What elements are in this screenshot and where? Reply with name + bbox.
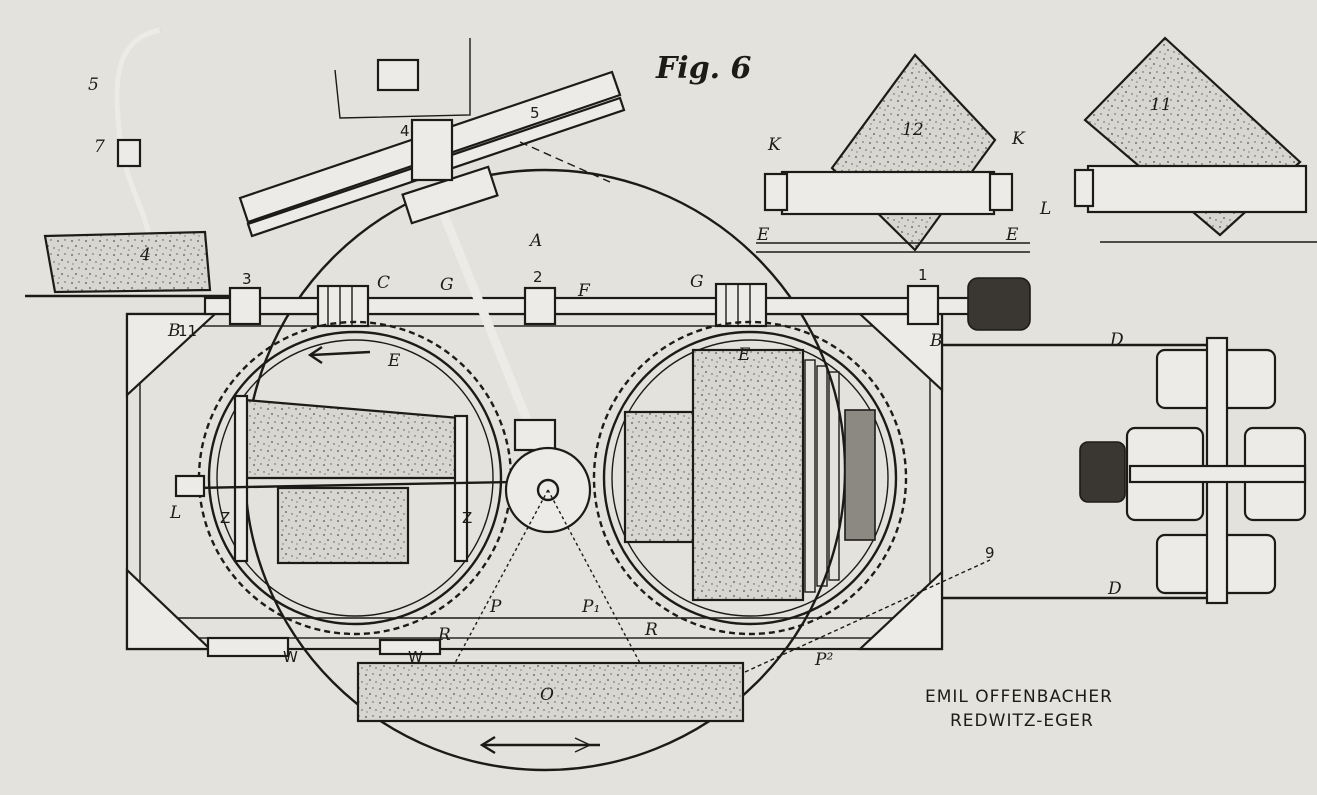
label-g-left: G bbox=[440, 275, 454, 295]
label-z-left: Z bbox=[220, 509, 230, 527]
label-5-arm: 5 bbox=[530, 104, 540, 122]
stone-slab-o bbox=[356, 489, 745, 755]
label-z-right: Z bbox=[462, 509, 472, 527]
label-g-right: G bbox=[690, 272, 704, 292]
label-3: 3 bbox=[242, 270, 252, 288]
label-e-detail-right: E bbox=[1005, 225, 1019, 245]
label-2: 2 bbox=[533, 268, 543, 286]
label-5-tool: 5 bbox=[88, 75, 99, 95]
main-shaft-f bbox=[203, 277, 1031, 331]
label-4-arm: 4 bbox=[400, 122, 410, 140]
label-a: A bbox=[528, 231, 542, 251]
label-k-left: K bbox=[767, 135, 782, 155]
label-r-left: R bbox=[437, 625, 451, 645]
label-4-tool: 4 bbox=[139, 245, 151, 265]
label-1: 1 bbox=[918, 266, 928, 284]
part-labels: A B B C D D E E E E F G G K K L L O P P₁… bbox=[88, 75, 1172, 705]
label-p: P bbox=[489, 597, 502, 617]
figure-title: Fig. 6 bbox=[655, 51, 752, 86]
cutter-head bbox=[238, 38, 626, 238]
label-w-left: W bbox=[283, 648, 298, 666]
label-l-main: L bbox=[169, 503, 181, 523]
transmission-assembly bbox=[942, 336, 1307, 605]
label-r-right: R bbox=[644, 620, 658, 640]
label-l-detail: L bbox=[1039, 199, 1051, 219]
credit-line-2: REDWITZ-EGER bbox=[950, 711, 1094, 731]
label-c: C bbox=[377, 273, 390, 293]
label-7: 7 bbox=[94, 137, 105, 157]
label-d-top: D bbox=[1109, 330, 1124, 350]
label-b-right: B bbox=[929, 331, 943, 351]
label-12: 12 bbox=[902, 120, 924, 140]
left-gear-ring bbox=[174, 320, 513, 636]
stone-detail-12 bbox=[756, 53, 1030, 253]
chain-p2 bbox=[744, 559, 991, 673]
label-w-right: W bbox=[408, 648, 423, 666]
credit-line-1: EMIL OFFENBACHER bbox=[925, 687, 1113, 707]
label-p1: P₁ bbox=[581, 597, 600, 617]
label-9: 9 bbox=[985, 544, 995, 562]
label-e-detail-left: E bbox=[756, 225, 770, 245]
tool-detail bbox=[25, 27, 230, 298]
label-o: O bbox=[540, 685, 554, 705]
stone-detail-11 bbox=[1073, 36, 1317, 243]
label-k-right: K bbox=[1011, 129, 1026, 149]
label-11-corner: 11 bbox=[178, 322, 197, 340]
label-f: F bbox=[577, 281, 591, 301]
right-gear-ring bbox=[592, 320, 908, 636]
label-d-bottom: D bbox=[1107, 579, 1122, 599]
label-e-gear-right: E bbox=[737, 345, 751, 365]
label-11-stone: 11 bbox=[1150, 95, 1172, 115]
label-e-gear-left: E bbox=[387, 351, 401, 371]
main-frame bbox=[125, 312, 944, 658]
label-b-left: B bbox=[167, 321, 181, 341]
label-p2: P² bbox=[814, 650, 833, 670]
